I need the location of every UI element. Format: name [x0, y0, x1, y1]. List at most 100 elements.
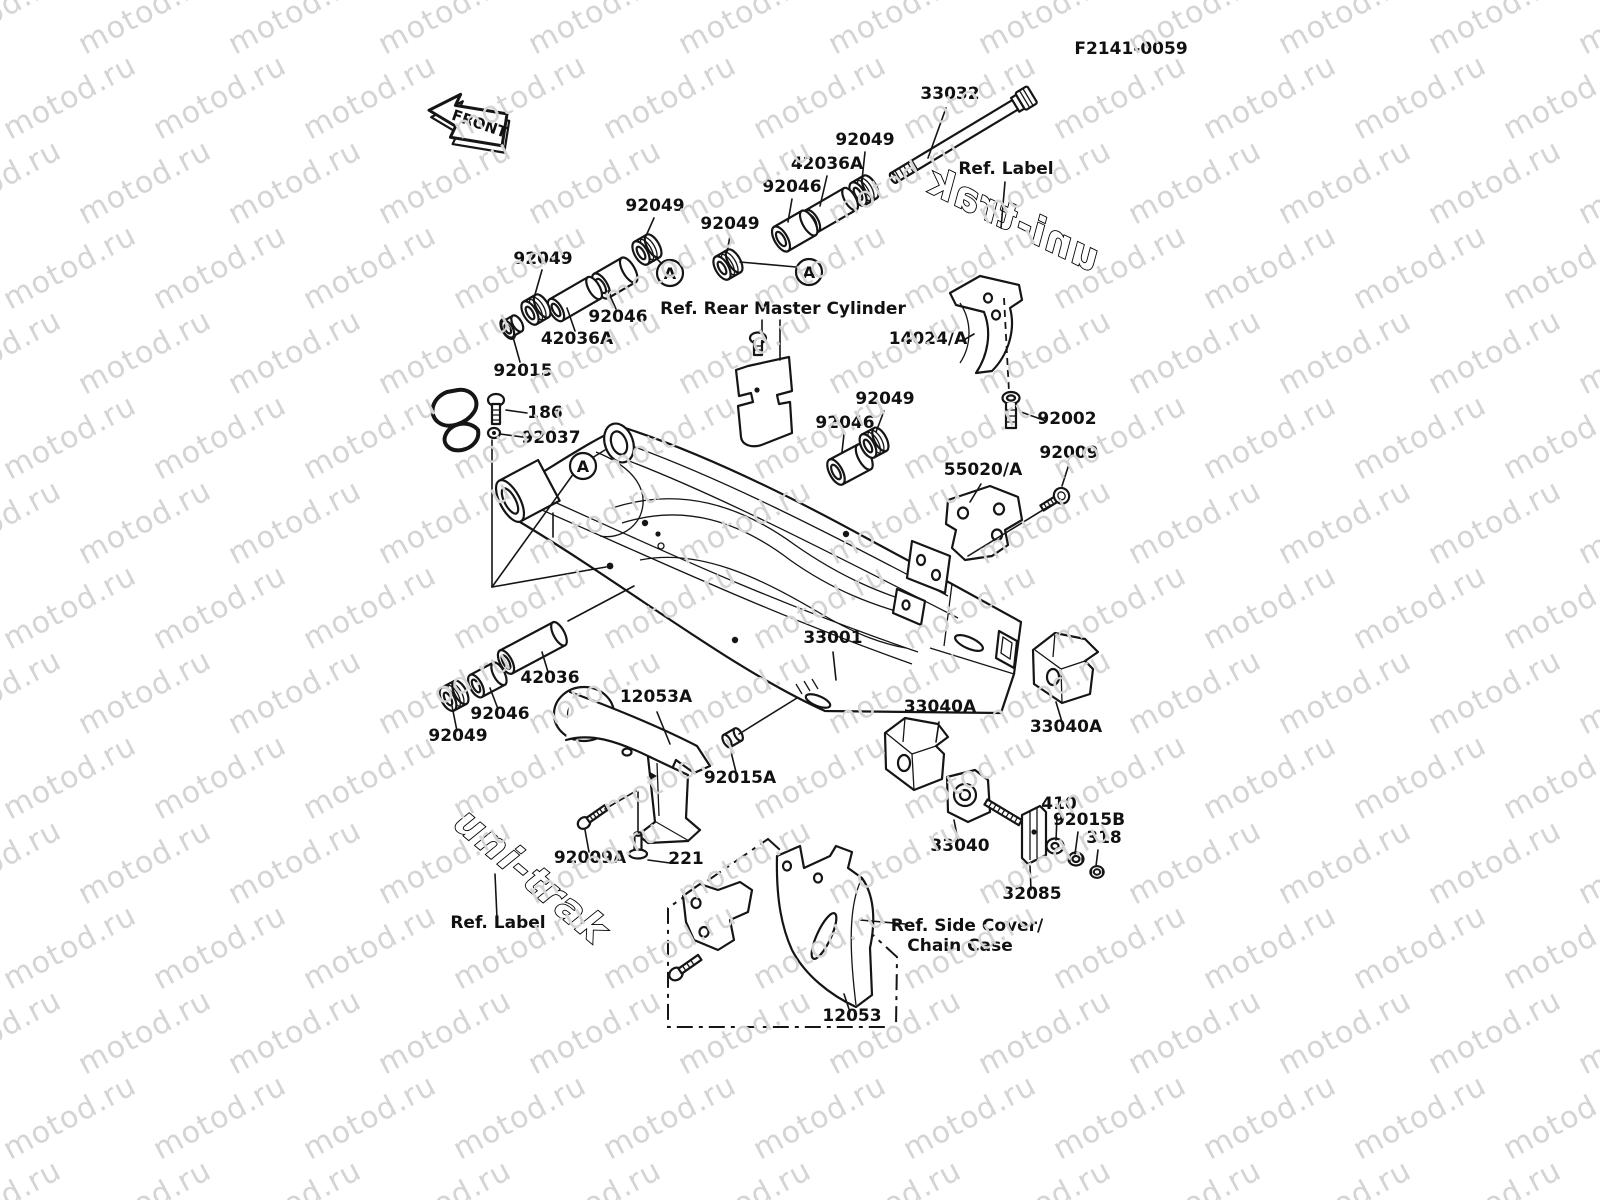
watermark-text: motod.ru: [672, 0, 817, 62]
watermark-text: motod.ru: [372, 983, 517, 1082]
watermark-text: motod.ru: [1197, 218, 1342, 317]
washer-410: [1045, 837, 1065, 855]
watermark-text: motod.ru: [1197, 558, 1342, 657]
rear-master-cylinder-bracket: [734, 331, 794, 448]
cap-92015a: [721, 727, 744, 749]
part-label-92015b: 92015B: [1053, 810, 1125, 830]
adjuster-cap-33040a-left: [883, 716, 950, 792]
watermark-text: motod.ru: [1497, 898, 1600, 997]
watermark-text: motod.ru: [0, 218, 142, 317]
ref-side-cover-line2: Chain Case: [907, 936, 1013, 956]
watermark-text: motod.ru: [72, 1153, 217, 1200]
watermark-text: motod.ru: [1422, 133, 1567, 232]
watermark-text: motod.ru: [1122, 303, 1267, 402]
watermark-text: motod.ru: [0, 558, 142, 657]
chain-case-bolt: [668, 953, 703, 982]
watermark-text: motod.ru: [672, 983, 817, 1082]
part-label-33040a-left: 33040A: [904, 697, 977, 717]
watermark-text: motod.ru: [1197, 728, 1342, 827]
watermark-text: motod.ru: [1497, 558, 1600, 657]
watermark-text: motod.ru: [1347, 728, 1492, 827]
part-label-92009a: 92009A: [554, 848, 627, 868]
chain-guard-12053: [775, 844, 875, 1009]
watermark-text: motod.ru: [147, 728, 292, 827]
chain-slider-12053a: [552, 685, 712, 845]
watermark-text: motod.ru: [1122, 1153, 1267, 1200]
part-label-410: 410: [1041, 794, 1077, 814]
part-label-92046-c: 92046: [815, 413, 874, 433]
watermark-text: motod.ru: [372, 473, 517, 572]
watermark-text: motod.ru: [1572, 1153, 1600, 1200]
part-label-92049-c: 92049: [625, 196, 684, 216]
watermark-text: motod.ru: [1272, 643, 1417, 742]
watermark-text: motod.ru: [297, 48, 442, 147]
part-label-55020a: 55020/A: [944, 460, 1023, 480]
watermark-text: motod.ru: [222, 0, 367, 62]
watermark-text: motod.ru: [1572, 133, 1600, 232]
watermark-text: motod.ru: [147, 218, 292, 317]
watermark-text: motod.ru: [1272, 473, 1417, 572]
watermark-text: motod.ru: [1347, 898, 1492, 997]
nut-318: [1089, 865, 1105, 879]
watermark-text: motod.ru: [1122, 473, 1267, 572]
watermark-text: motod.ru: [222, 133, 367, 232]
part-label-318: 318: [1086, 828, 1122, 848]
ref-rear-master-cylinder: Ref. Rear Master Cylinder: [660, 299, 906, 319]
oil-seal-92049-left2: [516, 290, 555, 329]
watermark-text: motod.ru: [972, 983, 1117, 1082]
part-label-92046-b: 92046: [588, 307, 647, 327]
part-label-186: 186: [527, 403, 563, 423]
diagram-code: F2141-0059: [1074, 39, 1187, 59]
watermark-text: motod.ru: [0, 473, 67, 572]
watermark-text: motod.ru: [72, 813, 217, 912]
watermark-text: motod.ru: [1272, 303, 1417, 402]
part-label-42036a-b: 42036A: [541, 329, 614, 349]
bolt-92009: [1039, 486, 1071, 512]
part-label-42036a-a: 42036A: [791, 154, 864, 174]
watermark-text: motod.ru: [222, 473, 367, 572]
watermark-text: motod.ru: [1197, 388, 1342, 487]
watermark-text: motod.ru: [897, 1068, 1042, 1167]
watermark-text: motod.ru: [1047, 1068, 1192, 1167]
part-label-92015: 92015: [493, 361, 552, 381]
watermark-text: motod.ru: [1422, 983, 1567, 1082]
watermark-text: motod.ru: [1272, 813, 1417, 912]
watermark-text: motod.ru: [1572, 473, 1600, 572]
pivot-shaft-33032: [888, 85, 1038, 184]
chain-adjuster-33040: [945, 768, 1023, 827]
watermark-text: motod.ru: [972, 1153, 1117, 1200]
watermark-text: motod.ru: [672, 1153, 817, 1200]
part-label-32085: 32085: [1002, 884, 1061, 904]
watermark-text: motod.ru: [1122, 643, 1267, 742]
chain-case-bracket: [681, 880, 754, 952]
watermark-text: motod.ru: [147, 898, 292, 997]
watermark-text: motod.ru: [0, 1068, 142, 1167]
watermark-text: motod.ru: [447, 48, 592, 147]
watermark-text: motod.ru: [1347, 48, 1492, 147]
watermark-text: motod.ru: [1272, 983, 1417, 1082]
watermark-text: motod.ru: [0, 813, 67, 912]
ref-side-cover-line1: Ref. Side Cover/: [891, 916, 1044, 936]
watermark-text: motod.ru: [0, 388, 142, 487]
watermark-text: motod.ru: [1197, 1068, 1342, 1167]
part-label-12053: 12053: [822, 1006, 881, 1026]
part-label-92049-a: 92049: [835, 130, 894, 150]
watermark-text: motod.ru: [72, 0, 217, 62]
watermark-text: motod.ru: [222, 813, 367, 912]
watermark-text: motod.ru: [1422, 0, 1567, 62]
watermark-text: motod.ru: [147, 558, 292, 657]
watermark-text: motod.ru: [1497, 388, 1600, 487]
watermark-text: motod.ru: [1497, 728, 1600, 827]
watermark-text: motod.ru: [1497, 48, 1600, 147]
watermark-text: motod.ru: [1197, 898, 1342, 997]
watermark-text: motod.ru: [1122, 0, 1267, 62]
watermark-text: motod.ru: [297, 218, 442, 317]
part-label-33040: 33040: [930, 836, 989, 856]
watermark-text: motod.ru: [72, 133, 217, 232]
part-label-92009: 92009: [1039, 443, 1098, 463]
marker-a-2-label: A: [803, 263, 816, 282]
watermark-text: motod.ru: [222, 983, 367, 1082]
adjuster-plate-32085: [1020, 804, 1048, 866]
watermark-text: motod.ru: [1422, 303, 1567, 402]
